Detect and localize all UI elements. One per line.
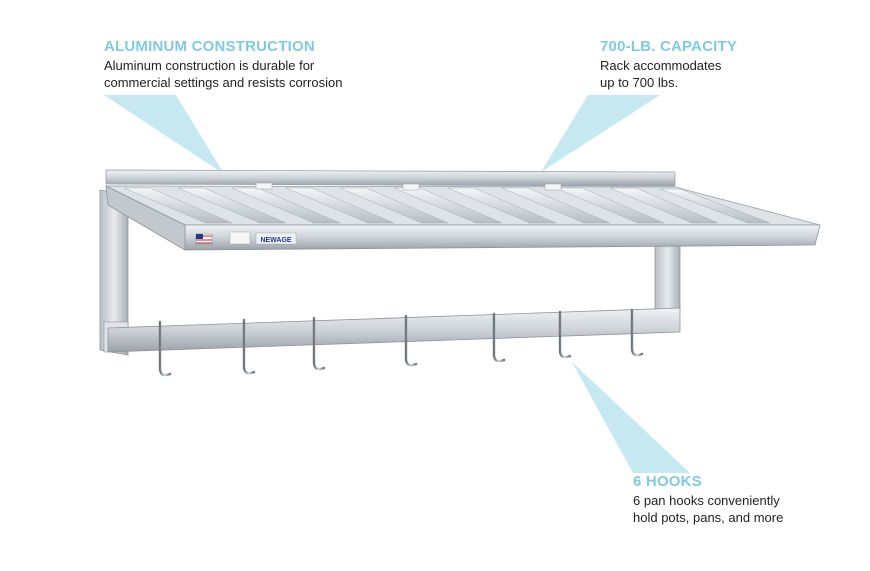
hook-4 bbox=[404, 314, 418, 367]
aluminum-callout-description: Aluminum construction is durable for com… bbox=[104, 57, 404, 91]
hooks-callout: 6 HOOKS 6 pan hooks conveniently hold po… bbox=[633, 473, 853, 526]
brand-label-plate: NEWAGE bbox=[255, 232, 297, 245]
hooks-pointer bbox=[572, 362, 690, 473]
pan-hooks bbox=[158, 308, 644, 377]
right-wall-bracket bbox=[654, 237, 681, 316]
aluminum-pointer bbox=[104, 95, 224, 174]
hook-1 bbox=[158, 320, 172, 377]
hanging-bar bbox=[107, 307, 681, 353]
shelf-slats bbox=[123, 187, 771, 224]
hook-5 bbox=[492, 312, 506, 363]
brand-label: NEWAGE bbox=[260, 237, 291, 244]
shelf-side-edge bbox=[105, 185, 186, 251]
capacity-desc-line-1: Rack accommodates bbox=[600, 58, 722, 73]
aluminum-construction-callout: ALUMINUM CONSTRUCTION Aluminum construct… bbox=[104, 38, 404, 91]
shelf-back-rail bbox=[105, 169, 676, 187]
hooks-desc-line-2: hold pots, pans, and more bbox=[633, 510, 784, 525]
hooks-callout-title: 6 HOOKS bbox=[633, 473, 702, 490]
usa-flag-icon bbox=[195, 233, 213, 245]
rail-clip-left bbox=[255, 182, 273, 190]
hook-7 bbox=[630, 308, 644, 357]
hooks-callout-description: 6 pan hooks conveniently hold pots, pans… bbox=[633, 492, 853, 526]
hook-3 bbox=[312, 316, 326, 371]
hooks-desc-line-1: 6 pan hooks conveniently bbox=[633, 493, 780, 508]
aluminum-desc-line-1: Aluminum construction is durable for bbox=[104, 58, 315, 73]
spec-sticker bbox=[229, 231, 251, 245]
capacity-callout: 700-LB. CAPACITY Rack accommodates up to… bbox=[600, 38, 800, 91]
hook-2 bbox=[242, 318, 256, 375]
aluminum-callout-title: ALUMINUM CONSTRUCTION bbox=[104, 38, 315, 55]
aluminum-desc-line-2: commercial settings and resists corrosio… bbox=[104, 75, 343, 90]
rail-clip-right bbox=[544, 183, 562, 191]
capacity-desc-line-2: up to 700 lbs. bbox=[600, 75, 679, 90]
capacity-pointer bbox=[541, 95, 660, 172]
capacity-callout-description: Rack accommodates up to 700 lbs. bbox=[600, 57, 800, 91]
capacity-callout-title: 700-LB. CAPACITY bbox=[600, 38, 738, 55]
rail-clip-center bbox=[402, 183, 420, 191]
hook-6 bbox=[558, 310, 572, 359]
